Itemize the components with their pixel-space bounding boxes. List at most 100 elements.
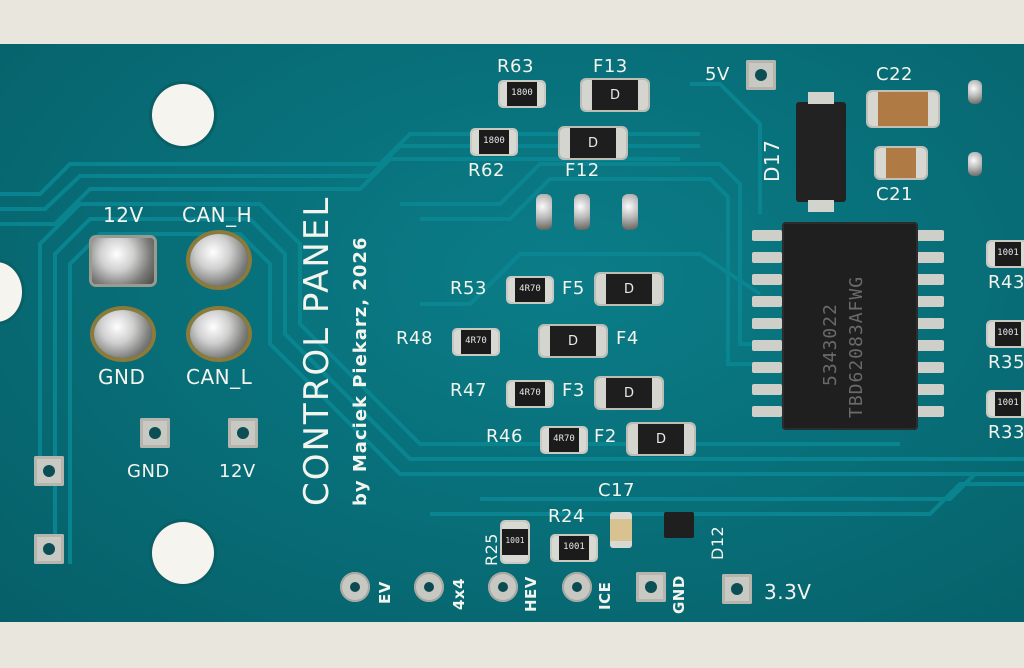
label-3v3: 3.3V xyxy=(764,580,812,604)
resistor-r46: 4R70 xyxy=(542,428,586,452)
resistor-r35: 1001 xyxy=(988,322,1024,346)
diode-d17 xyxy=(796,92,846,212)
ic-pin-l1 xyxy=(752,230,782,241)
resistor-r48: 4R70 xyxy=(454,330,498,354)
marking-r63: 1800 xyxy=(511,88,533,98)
label-f13: F13 xyxy=(593,56,628,77)
label-r48: R48 xyxy=(396,328,433,349)
marking-f13: D xyxy=(609,88,620,103)
resistor-r63: 1800 xyxy=(500,82,544,106)
capacitor-c22 xyxy=(868,92,938,126)
marking-r43: 1001 xyxy=(997,248,1019,258)
label-r24: R24 xyxy=(548,506,585,527)
pad-gnd-top xyxy=(94,310,152,358)
solder-blob-3 xyxy=(622,194,638,230)
test-pad-3v3 xyxy=(722,574,752,604)
ic-pin-r3 xyxy=(914,274,944,285)
resistor-r25: 1001 xyxy=(502,522,528,562)
label-r47: R47 xyxy=(450,380,487,401)
marking-r53: 4R70 xyxy=(519,284,541,294)
label-can-l: CAN_L xyxy=(186,365,253,389)
ic-pin-l6 xyxy=(752,340,782,351)
label-12v-bottom: 12V xyxy=(219,461,256,482)
resistor-r43: 1001 xyxy=(988,242,1024,266)
pad-ev xyxy=(340,572,370,602)
label-f3: F3 xyxy=(562,380,585,401)
label-r62: R62 xyxy=(468,160,505,181)
solder-blob-1 xyxy=(536,194,552,230)
label-d12: D12 xyxy=(708,525,727,560)
ic-marking-2: TBD62083AFWG xyxy=(846,275,867,418)
ic-pin-l9 xyxy=(752,406,782,417)
diode-d12 xyxy=(664,512,694,538)
test-pad-gnd xyxy=(140,418,170,448)
marking-r46: 4R70 xyxy=(553,434,575,444)
ic-pin-l2 xyxy=(752,252,782,263)
marking-f3: D xyxy=(623,386,634,401)
marking-f2: D xyxy=(655,432,666,447)
label-ice: ICE xyxy=(596,581,614,610)
resistor-r33: 1001 xyxy=(988,392,1024,416)
fuse-f3: D xyxy=(596,378,662,408)
test-pad-left-1 xyxy=(34,456,64,486)
board-author: by Maciek Piekarz, 2026 xyxy=(350,236,371,506)
pad-can-l xyxy=(190,310,248,358)
ic-pin-l5 xyxy=(752,318,782,329)
ic-pin-l3 xyxy=(752,274,782,285)
mounting-hole-bottom xyxy=(152,522,214,584)
label-c21: C21 xyxy=(876,184,913,205)
marking-r62: 1800 xyxy=(483,136,505,146)
pcb-board: 12V CAN_H GND CAN_L GND 12V CONTROL PANE… xyxy=(0,44,1024,622)
marking-r47: 4R70 xyxy=(519,388,541,398)
label-4x4: 4x4 xyxy=(450,577,468,610)
label-d17: D17 xyxy=(760,139,784,182)
fuse-f2: D xyxy=(628,424,694,454)
label-r43: R43 xyxy=(988,272,1024,293)
mounting-hole-top xyxy=(152,84,214,146)
ic-pin-r8 xyxy=(914,384,944,395)
label-f5: F5 xyxy=(562,278,585,299)
marking-r33: 1001 xyxy=(997,398,1019,408)
test-pad-5v xyxy=(746,60,776,90)
label-hev: HEV xyxy=(522,576,540,612)
ic-tbd62083: 5343022 TBD62083AFWG xyxy=(782,222,918,430)
marking-f4: D xyxy=(567,334,578,349)
label-ev: EV xyxy=(376,581,394,604)
ic-pin-l4 xyxy=(752,296,782,307)
board-title: CONTROL PANEL xyxy=(297,195,337,506)
ic-pin-r1 xyxy=(914,230,944,241)
pad-right-top-2 xyxy=(968,152,982,176)
test-pad-12v xyxy=(228,418,258,448)
ic-pin-r7 xyxy=(914,362,944,373)
label-r33: R33 xyxy=(988,422,1024,443)
pad-gnd-bottom-row xyxy=(636,572,666,602)
fuse-f13: D xyxy=(582,80,648,110)
ic-pin-r5 xyxy=(914,318,944,329)
resistor-r62: 1800 xyxy=(472,130,516,154)
ic-pin-r2 xyxy=(914,252,944,263)
capacitor-c21 xyxy=(876,148,926,178)
ic-pin-l8 xyxy=(752,384,782,395)
label-gnd-top: GND xyxy=(98,365,146,389)
ic-pin-l7 xyxy=(752,362,782,373)
ic-pin-r9 xyxy=(914,406,944,417)
pad-ice xyxy=(562,572,592,602)
resistor-r24: 1001 xyxy=(552,536,596,560)
label-12v-top: 12V xyxy=(103,203,144,227)
label-gnd-bottom-row: GND xyxy=(670,575,688,614)
label-r53: R53 xyxy=(450,278,487,299)
pad-12v-top xyxy=(92,238,154,284)
pad-right-top-1 xyxy=(968,80,982,104)
pad-hev xyxy=(488,572,518,602)
marking-r35: 1001 xyxy=(997,328,1019,338)
label-f12: F12 xyxy=(565,160,600,181)
label-r63: R63 xyxy=(497,56,534,77)
label-f4: F4 xyxy=(616,328,639,349)
ic-marking-1: 5343022 xyxy=(820,303,841,386)
fuse-f4: D xyxy=(540,326,606,356)
marking-r25: 1001 xyxy=(505,536,525,545)
resistor-r53: 4R70 xyxy=(508,278,552,302)
label-gnd-bottom: GND xyxy=(127,461,170,482)
marking-f5: D xyxy=(623,282,634,297)
solder-blob-2 xyxy=(574,194,590,230)
